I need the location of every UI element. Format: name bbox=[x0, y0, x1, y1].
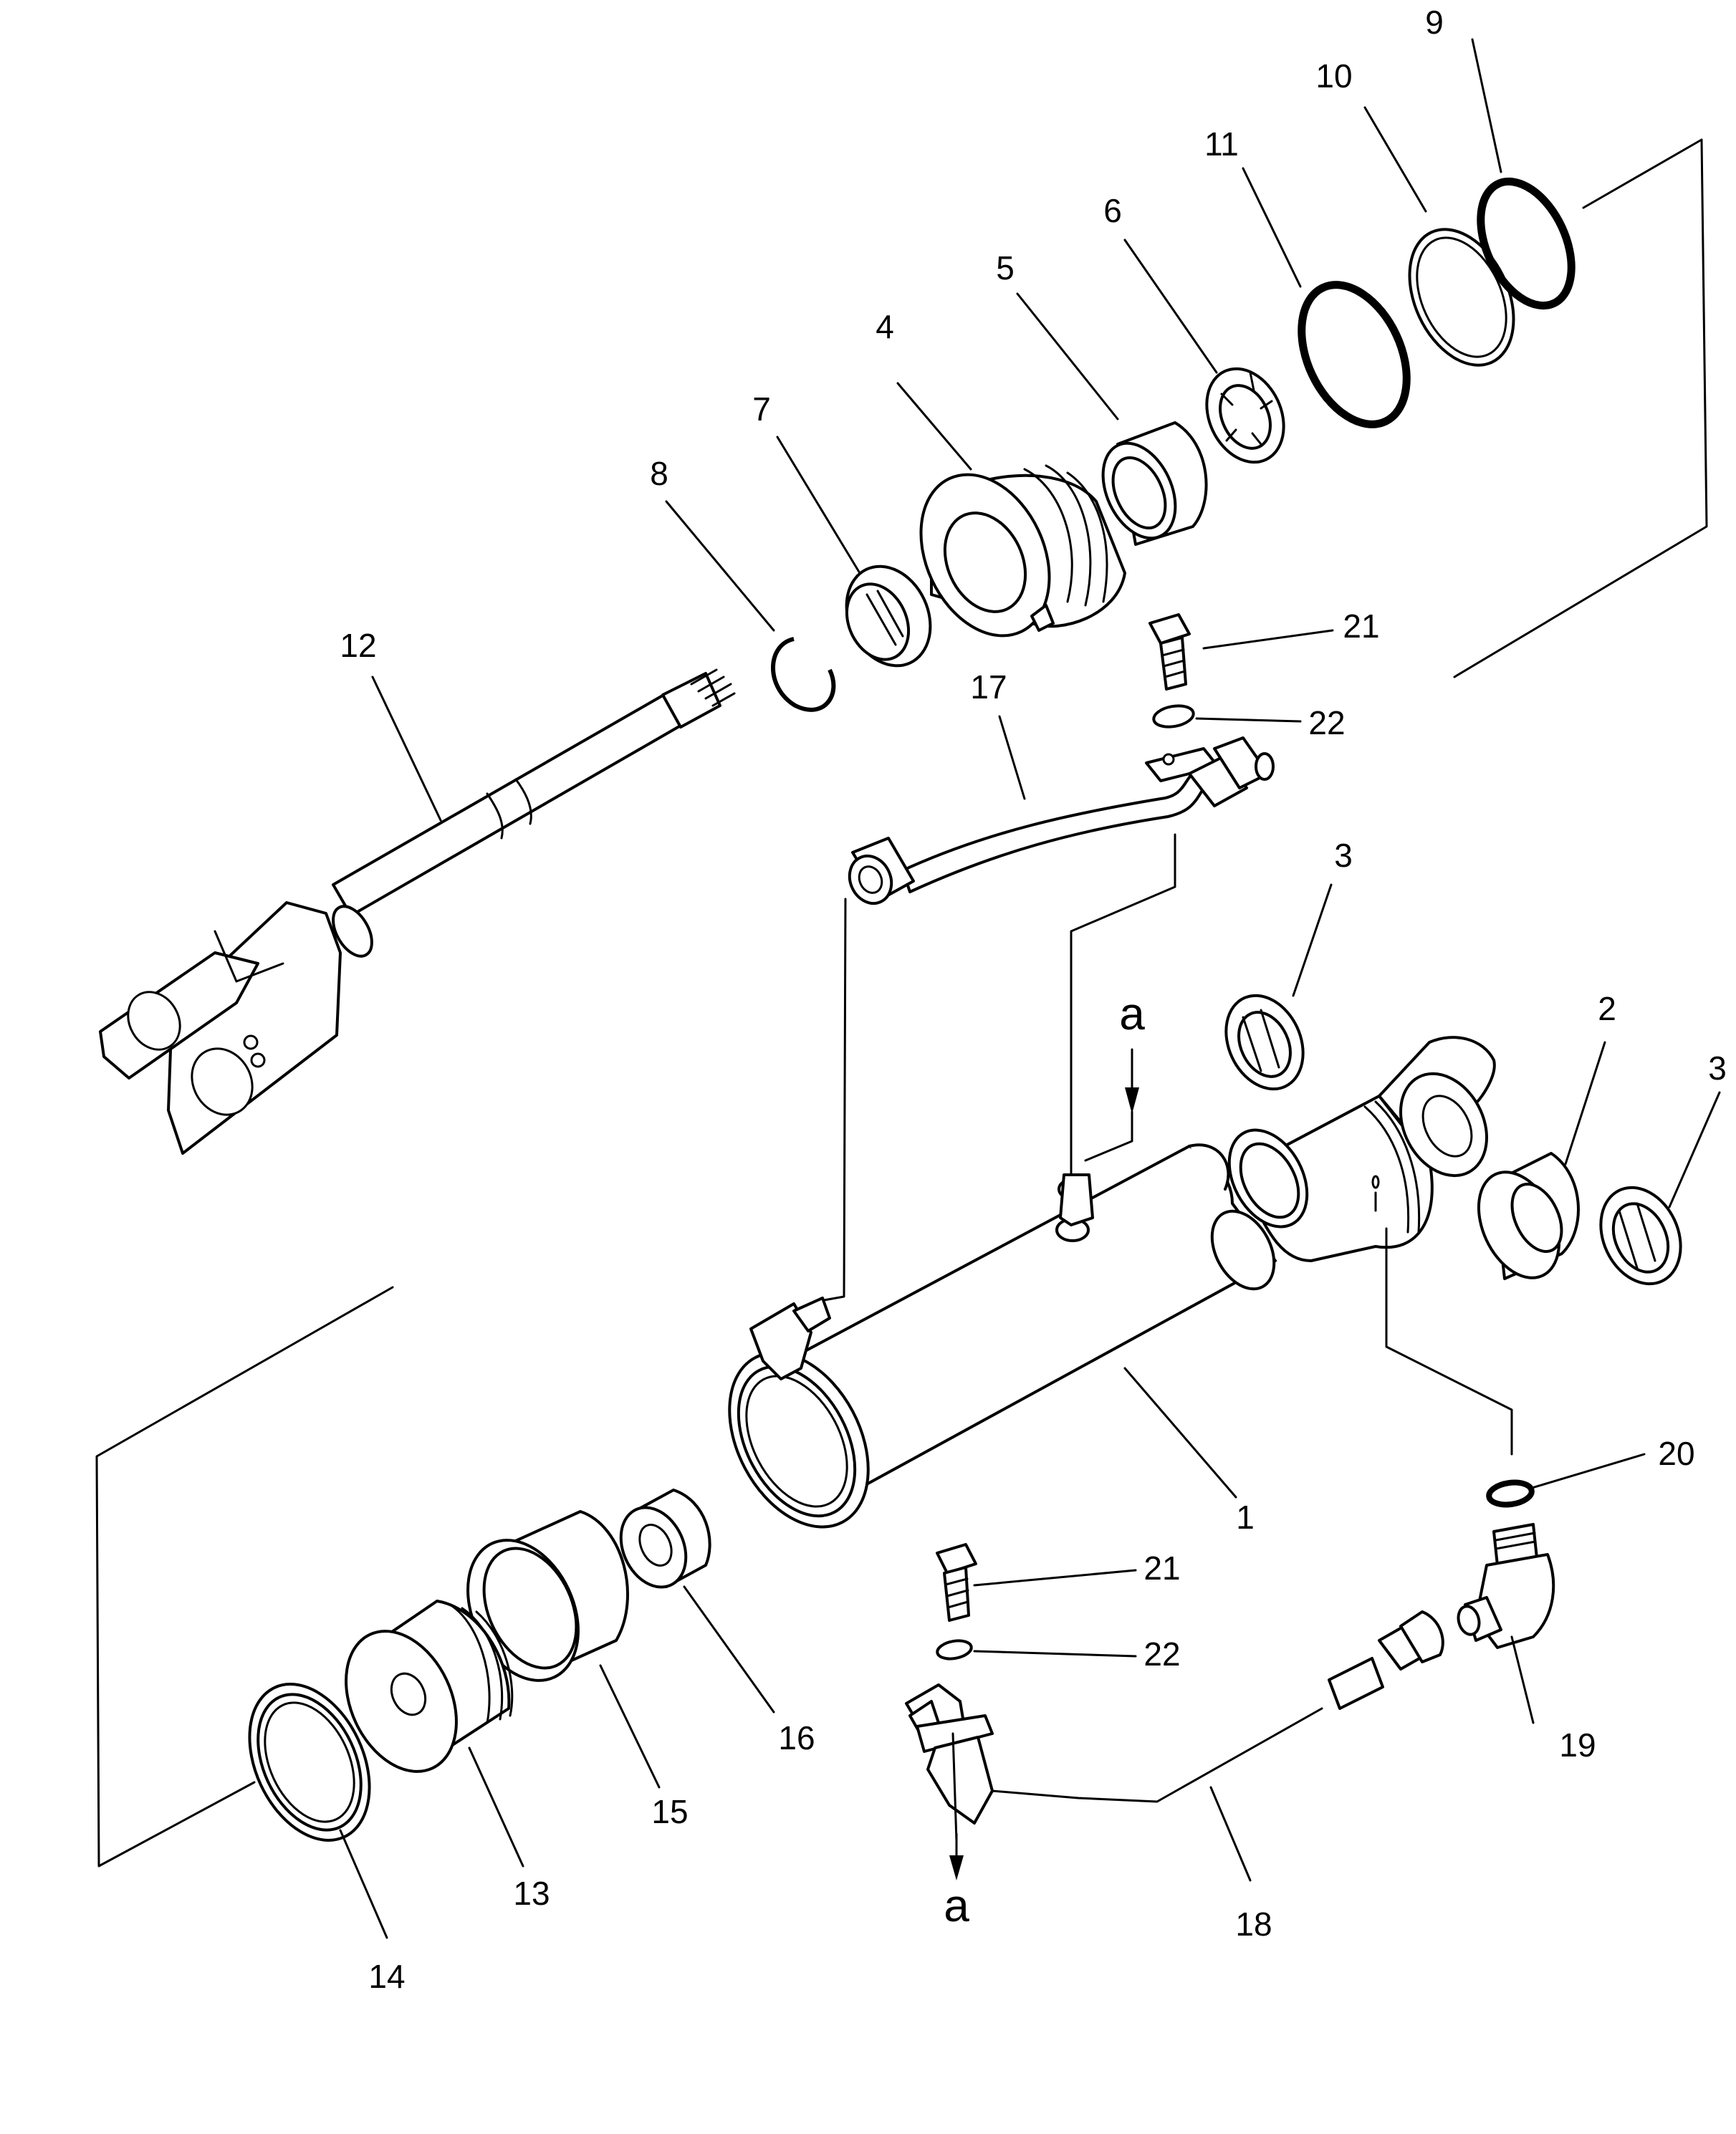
marker-a-top-label: a bbox=[1119, 988, 1145, 1039]
label-1: 1 bbox=[1236, 1499, 1255, 1536]
label-10: 10 bbox=[1315, 57, 1352, 95]
o-ring-20 bbox=[1486, 1479, 1535, 1508]
connector-line-a-top bbox=[1084, 1110, 1133, 1162]
label-11: 11 bbox=[1204, 125, 1239, 163]
o-ring-9 bbox=[1477, 177, 1576, 310]
label-21-bottom: 21 bbox=[1143, 1549, 1180, 1587]
wear-ring bbox=[466, 1510, 629, 1682]
rod-bushing bbox=[845, 564, 932, 668]
elbow-fitting-19 bbox=[1457, 1523, 1555, 1649]
bushing-2 bbox=[1477, 1152, 1580, 1280]
bushing-3-upper bbox=[1224, 994, 1305, 1091]
backup-ring-10 bbox=[1408, 228, 1515, 367]
piston-rod bbox=[332, 668, 736, 958]
upper-assembly-bracket-line bbox=[1453, 138, 1708, 678]
cylinder-tube bbox=[728, 1143, 1277, 1529]
rod-clevis bbox=[99, 901, 342, 1155]
label-8: 8 bbox=[650, 455, 668, 492]
snap-ring bbox=[771, 637, 836, 712]
label-2: 2 bbox=[1598, 990, 1616, 1027]
label-9: 9 bbox=[1425, 4, 1444, 41]
marker-a-top bbox=[1125, 1048, 1139, 1114]
hose-18 bbox=[905, 1610, 1444, 1842]
label-4: 4 bbox=[876, 308, 894, 345]
label-21-top: 21 bbox=[1343, 607, 1379, 645]
label-18: 18 bbox=[1235, 1905, 1272, 1943]
label-5: 5 bbox=[996, 249, 1015, 287]
label-6: 6 bbox=[1103, 192, 1122, 229]
head-bushing bbox=[1101, 421, 1208, 546]
label-16: 16 bbox=[778, 1719, 815, 1756]
connector-line-tube-to-port-center bbox=[1070, 833, 1176, 1191]
dust-seal bbox=[1205, 367, 1285, 464]
lower-assembly-bracket-line bbox=[95, 1286, 394, 1868]
label-13: 13 bbox=[513, 1875, 550, 1912]
bolt-top bbox=[1148, 613, 1191, 691]
bolt-bottom bbox=[936, 1543, 977, 1622]
label-20: 20 bbox=[1658, 1435, 1694, 1472]
washer-top bbox=[1152, 704, 1195, 729]
label-22-top: 22 bbox=[1308, 704, 1345, 741]
label-15: 15 bbox=[651, 1793, 688, 1830]
label-7: 7 bbox=[752, 390, 771, 428]
washer-bottom bbox=[936, 1639, 973, 1660]
label-12: 12 bbox=[340, 627, 376, 664]
tube-17 bbox=[848, 736, 1275, 905]
leader-lines bbox=[339, 38, 1721, 1939]
connector-line-tube-to-port-left bbox=[823, 898, 847, 1302]
label-14: 14 bbox=[368, 1958, 405, 1995]
cylinder-head bbox=[919, 464, 1126, 638]
piston bbox=[345, 1600, 514, 1773]
label-22-bottom: 22 bbox=[1143, 1635, 1180, 1673]
label-3-right: 3 bbox=[1708, 1049, 1727, 1087]
marker-a-bottom bbox=[949, 1832, 964, 1880]
label-17: 17 bbox=[970, 668, 1007, 706]
connector-line-bottom-to-oring bbox=[1385, 1227, 1513, 1456]
cylinder-bottom bbox=[1227, 1036, 1496, 1262]
marker-a-bottom-label: a bbox=[944, 1880, 969, 1931]
bushing-3-right bbox=[1599, 1186, 1682, 1286]
piston-nut bbox=[619, 1489, 711, 1589]
label-3-upper: 3 bbox=[1334, 837, 1353, 874]
o-ring-11 bbox=[1298, 281, 1411, 428]
label-19: 19 bbox=[1559, 1726, 1596, 1764]
piston-seal bbox=[248, 1683, 371, 1842]
